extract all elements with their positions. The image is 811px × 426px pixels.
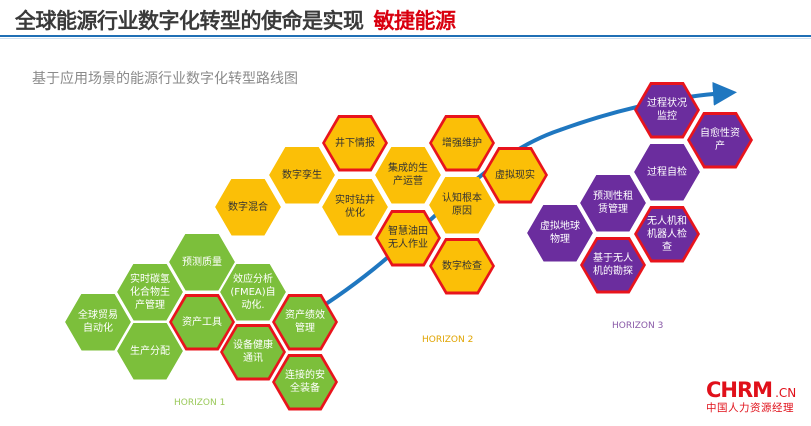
hex-label: 实时钻井 优化 xyxy=(322,178,388,236)
logo-tagline: 中国人力资源经理 xyxy=(706,402,794,414)
hex-label: 虚拟地球 物理 xyxy=(527,204,593,262)
hex-h3-item: 虚拟地球 物理 xyxy=(527,204,593,262)
title-divider-light xyxy=(0,38,811,39)
hex-label: 过程状况 监控 xyxy=(637,84,697,136)
hex-h1-item-highlighted: 资产绩效 管理 xyxy=(272,293,338,351)
hex-label: 井下情报 xyxy=(325,117,385,169)
horizon-1-label: HORIZON 1 xyxy=(174,398,226,408)
page-title: 全球能源行业数字化转型的使命是实现敏捷能源 xyxy=(15,5,456,35)
hex-label: 数字检查 xyxy=(432,240,492,292)
hex-h1-item: 预测质量 xyxy=(169,233,235,291)
hex-label: 无人机和 机器人检 查 xyxy=(637,208,697,260)
hex-label: 全球贸易 自动化 xyxy=(65,293,131,351)
hex-label: 实时碳氢 化合物生 产管理 xyxy=(117,263,183,321)
hex-label: 智慧油田 无人作业 xyxy=(378,212,438,264)
chrm-logo: CHRM.CN 中国人力资源经理 xyxy=(706,378,796,415)
horizon-3-label: HORIZON 3 xyxy=(612,321,664,331)
hex-label: 资产绩效 管理 xyxy=(275,296,335,348)
hex-h1-item-highlighted: 连接的安 全装备 xyxy=(272,353,338,411)
hex-label: 基于无人 机的勘探 xyxy=(583,239,643,291)
logo-brand: CHRM xyxy=(706,378,773,402)
hex-label: 增强维护 xyxy=(432,117,492,169)
horizon-2-label: HORIZON 2 xyxy=(422,335,474,345)
hex-h1-item-highlighted: 资产工具 xyxy=(169,293,235,351)
hex-h1-item: 实时碳氢 化合物生 产管理 xyxy=(117,263,183,321)
hex-h2-item: 数字混合 xyxy=(215,178,281,236)
hex-label: 集成的生 产运营 xyxy=(375,146,441,204)
logo-domain: .CN xyxy=(775,386,797,400)
hex-h2-item: 认知根本 原因 xyxy=(429,176,495,234)
hex-label: 生产分配 xyxy=(117,322,183,380)
hex-h3-item-highlighted: 无人机和 机器人检 查 xyxy=(634,205,700,263)
hex-h2-item: 数字孪生 xyxy=(269,146,335,204)
title-main: 全球能源行业数字化转型的使命是实现 xyxy=(15,9,364,33)
hex-label: 数字孪生 xyxy=(269,146,335,204)
hex-label: 效应分析 (FMEA)自 动化. xyxy=(220,263,286,321)
hex-label: 设备健康 通讯 xyxy=(223,326,283,378)
hex-label: 虚拟现实 xyxy=(485,149,545,201)
hex-label: 自愈性资 产 xyxy=(690,114,750,166)
hex-h3-item-highlighted: 基于无人 机的勘探 xyxy=(580,236,646,294)
hex-h1-item-highlighted: 设备健康 通讯 xyxy=(220,323,286,381)
hex-h2-item-highlighted: 井下情报 xyxy=(322,114,388,172)
hex-h1-item: 全球贸易 自动化 xyxy=(65,293,131,351)
hex-label: 资产工具 xyxy=(172,296,232,348)
hex-label: 过程自检 xyxy=(634,143,700,201)
hex-h2-item: 集成的生 产运营 xyxy=(375,146,441,204)
hex-h3-item-highlighted: 过程状况 监控 xyxy=(634,81,700,139)
hex-h2-item-highlighted: 增强维护 xyxy=(429,114,495,172)
title-divider xyxy=(0,35,811,37)
hex-label: 认知根本 原因 xyxy=(429,176,495,234)
subtitle: 基于应用场景的能源行业数字化转型路线图 xyxy=(32,71,298,87)
hex-h3-item-highlighted: 自愈性资 产 xyxy=(687,111,753,169)
hex-label: 预测性租 赁管理 xyxy=(580,174,646,232)
hex-h2-item-highlighted: 智慧油田 无人作业 xyxy=(375,209,441,267)
hex-h1-item: 生产分配 xyxy=(117,322,183,380)
hex-h3-item: 过程自检 xyxy=(634,143,700,201)
hex-label: 数字混合 xyxy=(215,178,281,236)
hex-h2-item-highlighted: 数字检查 xyxy=(429,237,495,295)
hex-label: 连接的安 全装备 xyxy=(275,356,335,408)
hex-h2-item-highlighted: 虚拟现实 xyxy=(482,146,548,204)
title-accent: 敏捷能源 xyxy=(373,9,457,33)
hex-label: 预测质量 xyxy=(169,233,235,291)
hex-h1-item: 效应分析 (FMEA)自 动化. xyxy=(220,263,286,321)
hex-h3-item: 预测性租 赁管理 xyxy=(580,174,646,232)
hex-h2-item: 实时钻井 优化 xyxy=(322,178,388,236)
